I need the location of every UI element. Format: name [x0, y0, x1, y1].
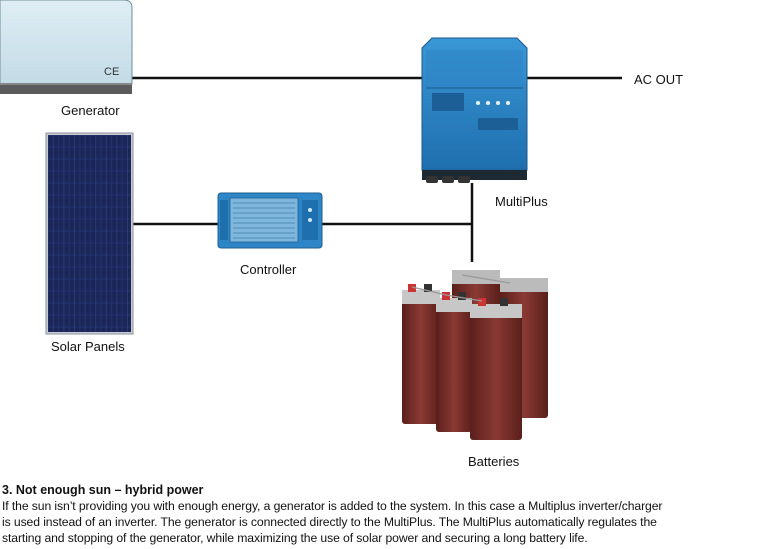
battery-front-2: [436, 292, 472, 432]
ac-out-label: AC OUT: [634, 72, 684, 87]
battery-front-1: [402, 284, 440, 424]
wiring: [131, 76, 622, 262]
controller-label: Controller: [240, 262, 297, 277]
caption-line-2: is used instead of an inverter. The gene…: [2, 515, 657, 529]
generator-label: Generator: [61, 103, 120, 118]
solar-panels-label: Solar Panels: [51, 339, 125, 354]
caption-line-3: starting and stopping of the generator, …: [2, 531, 588, 545]
multiplus-illustration: [421, 37, 528, 183]
batteries-label: Batteries: [468, 454, 520, 469]
batteries-illustration: [402, 270, 548, 440]
charge-controller-illustration: [217, 192, 323, 249]
caption-line-1: If the sun isn’t providing you with enou…: [2, 499, 663, 513]
multiplus-label: MultiPlus: [495, 194, 548, 209]
ce-mark: CE: [104, 66, 120, 78]
battery-front-3: [470, 298, 522, 440]
caption-heading: 3. Not enough sun – hybrid power: [2, 483, 204, 497]
generator-illustration: [0, 0, 133, 94]
solar-panel-illustration: [45, 132, 134, 335]
caption: 3. Not enough sun – hybrid power If the …: [2, 483, 770, 546]
